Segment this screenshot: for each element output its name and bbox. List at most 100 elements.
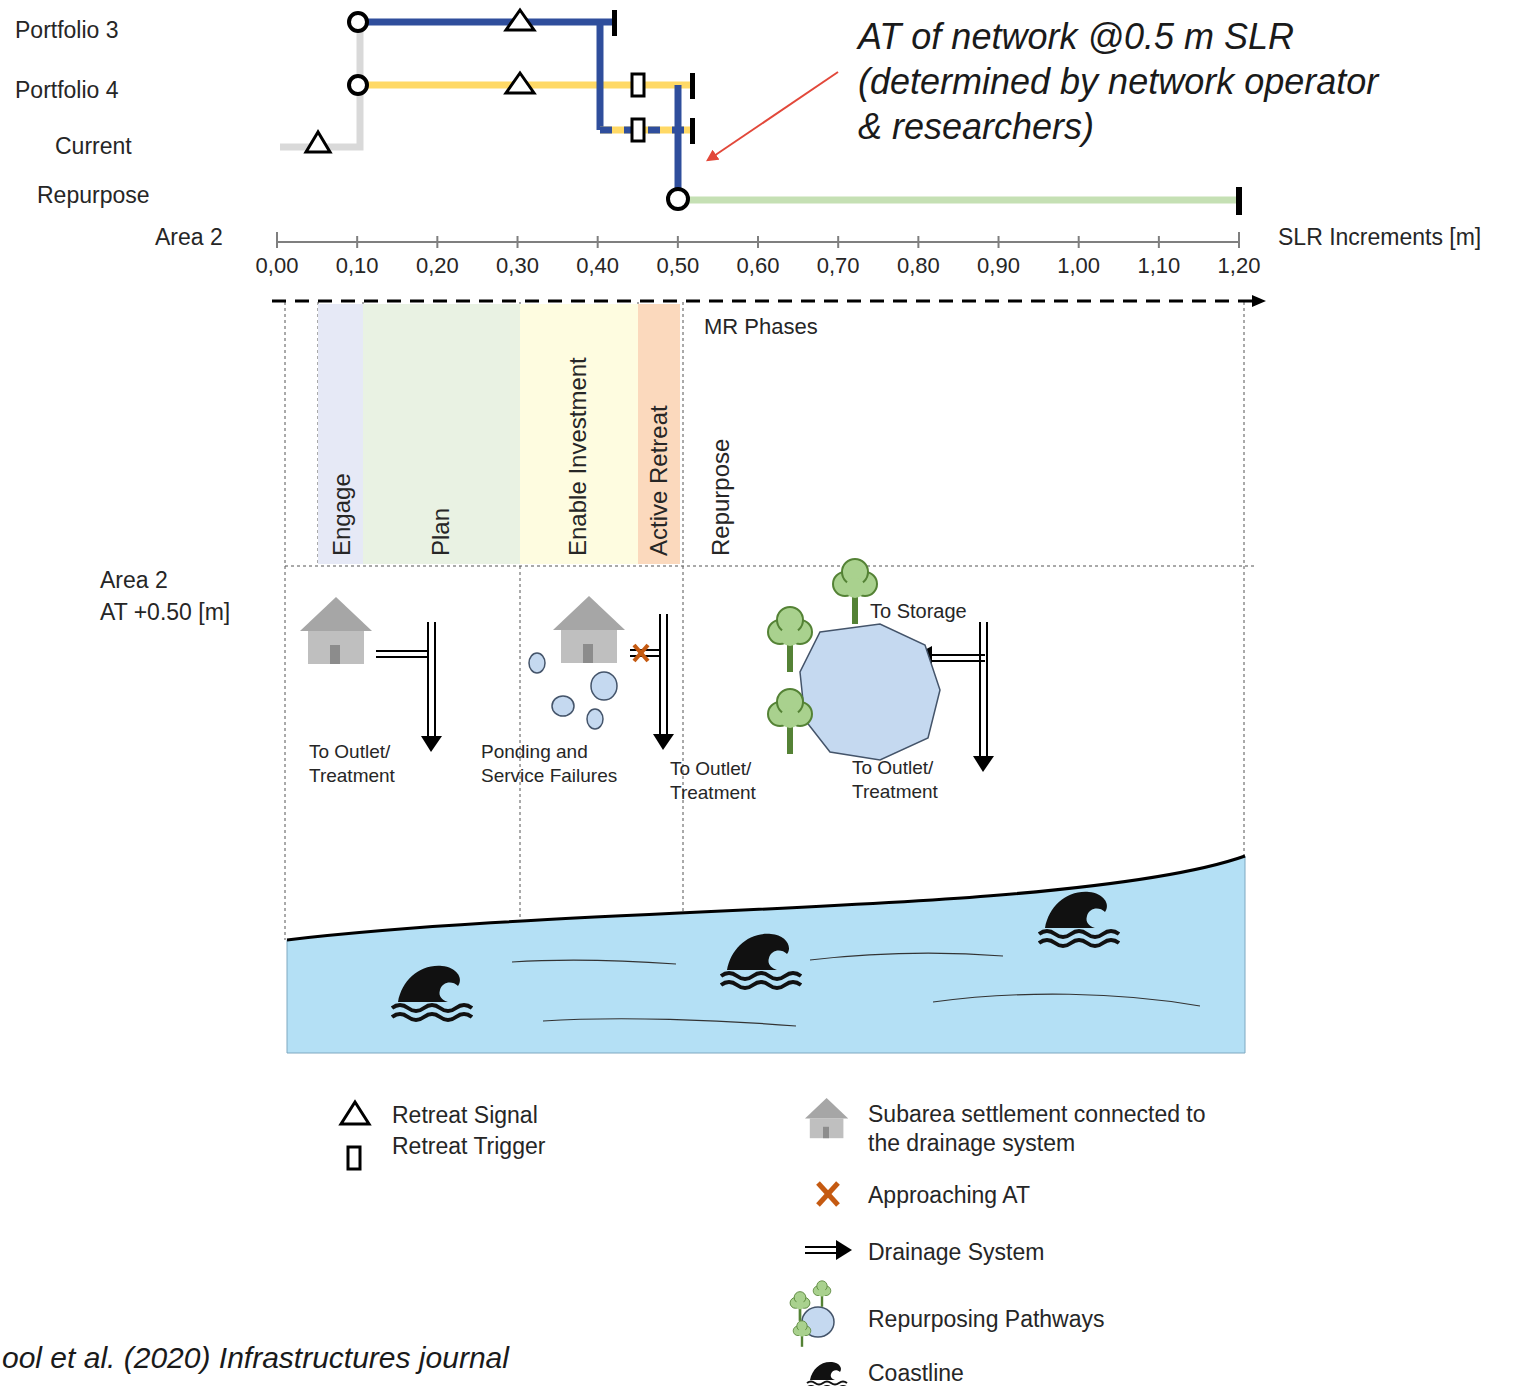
- pathway-markers: [349, 13, 367, 31]
- legend-icons: [818, 1183, 838, 1205]
- legend-icons: [818, 1183, 838, 1205]
- drainage-illustration: [287, 559, 1245, 1053]
- tick-label: 0,60: [723, 252, 793, 280]
- legend-icons: [341, 1102, 369, 1124]
- drainage-illustration: [979, 622, 981, 758]
- legend-icons: [805, 1246, 838, 1248]
- phase-guides: [1244, 302, 1245, 856]
- callout-note: AT of network @0.5 m SLR (determined by …: [858, 14, 1398, 149]
- legend-icons: [793, 1321, 811, 1347]
- drainage-illustration: [800, 624, 940, 760]
- row-label: Portfolio 3: [15, 16, 119, 45]
- legend-icons: [805, 1098, 848, 1138]
- pathway-markers: [690, 118, 695, 144]
- pathway-markers: [690, 73, 695, 99]
- legend-text: Retreat Trigger: [392, 1132, 545, 1161]
- tick-label: 0,40: [563, 252, 633, 280]
- legend-icons: [807, 1362, 847, 1386]
- pathway-lines: [675, 85, 682, 197]
- axis-tick: [1078, 236, 1080, 248]
- drainage-illustration: [634, 645, 648, 661]
- pathway-markers: [349, 76, 367, 94]
- drainage-illustration: [666, 614, 668, 736]
- tick-label: 0,50: [643, 252, 713, 280]
- flow-label: To Storage: [870, 599, 967, 624]
- drainage-illustration: [512, 960, 676, 964]
- drainage-illustration: [553, 596, 625, 663]
- legend-text: Retreat Signal: [392, 1101, 538, 1130]
- drainage-illustration: [529, 624, 940, 760]
- drainage-illustration: [634, 645, 648, 661]
- phase-band: Plan: [363, 304, 520, 564]
- drainage-illustration: [587, 709, 603, 729]
- drainage-illustration: [768, 607, 812, 672]
- legend-icons: [790, 1292, 810, 1321]
- timeline-arrowhead: [1252, 295, 1266, 307]
- pathway-lines: [688, 197, 1238, 204]
- phase-name: Plan: [427, 508, 455, 556]
- pathway-markers: [632, 119, 644, 141]
- area-label: AT +0.50 [m]: [100, 598, 230, 627]
- legend-text: Approaching AT: [868, 1181, 1030, 1210]
- axis-tick: [1158, 236, 1160, 248]
- drainage-illustration: [421, 736, 442, 752]
- drainage-illustration: [930, 654, 985, 656]
- tick-label: 0,10: [322, 252, 392, 280]
- axis-tick: [597, 236, 599, 248]
- pathway-markers: [306, 132, 330, 152]
- row-label: Portfolio 4: [15, 76, 119, 105]
- tick-label: 1,20: [1204, 252, 1274, 280]
- legend-icons: [805, 1252, 838, 1254]
- section-label: MR Phases: [704, 313, 818, 341]
- source-caption: ool et al. (2020) Infrastructures journa…: [2, 1339, 509, 1377]
- area-label: Area 2: [100, 566, 168, 595]
- callout-arrow: [708, 72, 838, 160]
- axis-title: Area 2: [155, 223, 223, 252]
- pathway-markers: [668, 189, 688, 209]
- drainage-illustration: [376, 656, 428, 658]
- drainage-illustration: [552, 696, 574, 716]
- tick-label: 0,20: [402, 252, 472, 280]
- phase-guides: [285, 302, 286, 940]
- phase-band: Active Retreat: [638, 304, 680, 564]
- legend-icons: [818, 1183, 838, 1205]
- slr-axis: [357, 236, 1159, 248]
- drainage-illustration: [376, 650, 428, 652]
- axis-tick: [757, 236, 759, 248]
- drainage-illustration: [933, 994, 1200, 1006]
- drainage-illustration: [973, 756, 994, 772]
- drainage-illustration: [653, 734, 674, 750]
- timeline-arrow: [272, 300, 1252, 303]
- drainage-illustration: [300, 597, 372, 664]
- phase-guides: [683, 302, 684, 912]
- drainage-illustration: [930, 660, 985, 662]
- drainage-illustration: [634, 645, 648, 661]
- axis-tick: [436, 236, 438, 248]
- axis-tick: [917, 236, 919, 248]
- legend-text: Subarea settlement connected to the drai…: [868, 1100, 1233, 1158]
- drainage-illustration: [591, 672, 617, 700]
- phase-name: Repurpose: [707, 439, 735, 556]
- flow-label: To Outlet/ Treatment: [670, 757, 788, 805]
- drainage-illustration: [392, 966, 472, 1020]
- drainage-illustration: [986, 622, 988, 758]
- pathway-lines: [358, 19, 614, 26]
- drainage-illustration: [427, 622, 429, 738]
- tick-label: 0,00: [242, 252, 312, 280]
- row-label: Current: [55, 132, 132, 161]
- pathway-markers: [632, 74, 644, 96]
- phase-name: Engage: [328, 473, 356, 556]
- tick-label: 0,30: [483, 252, 553, 280]
- axis-tick: [356, 236, 358, 248]
- phase-band: Engage: [318, 304, 363, 564]
- tick-label: 0,70: [803, 252, 873, 280]
- phase-guides: [285, 302, 1254, 940]
- pathway-lines: [597, 22, 604, 130]
- drainage-illustration: [810, 953, 1003, 960]
- axis-unit: SLR Increments [m]: [1278, 223, 1481, 252]
- phase-band: Repurpose: [683, 304, 1244, 564]
- pathway-markers: [612, 10, 617, 36]
- legend-icons: [836, 1240, 852, 1260]
- tick-label: 1,10: [1124, 252, 1194, 280]
